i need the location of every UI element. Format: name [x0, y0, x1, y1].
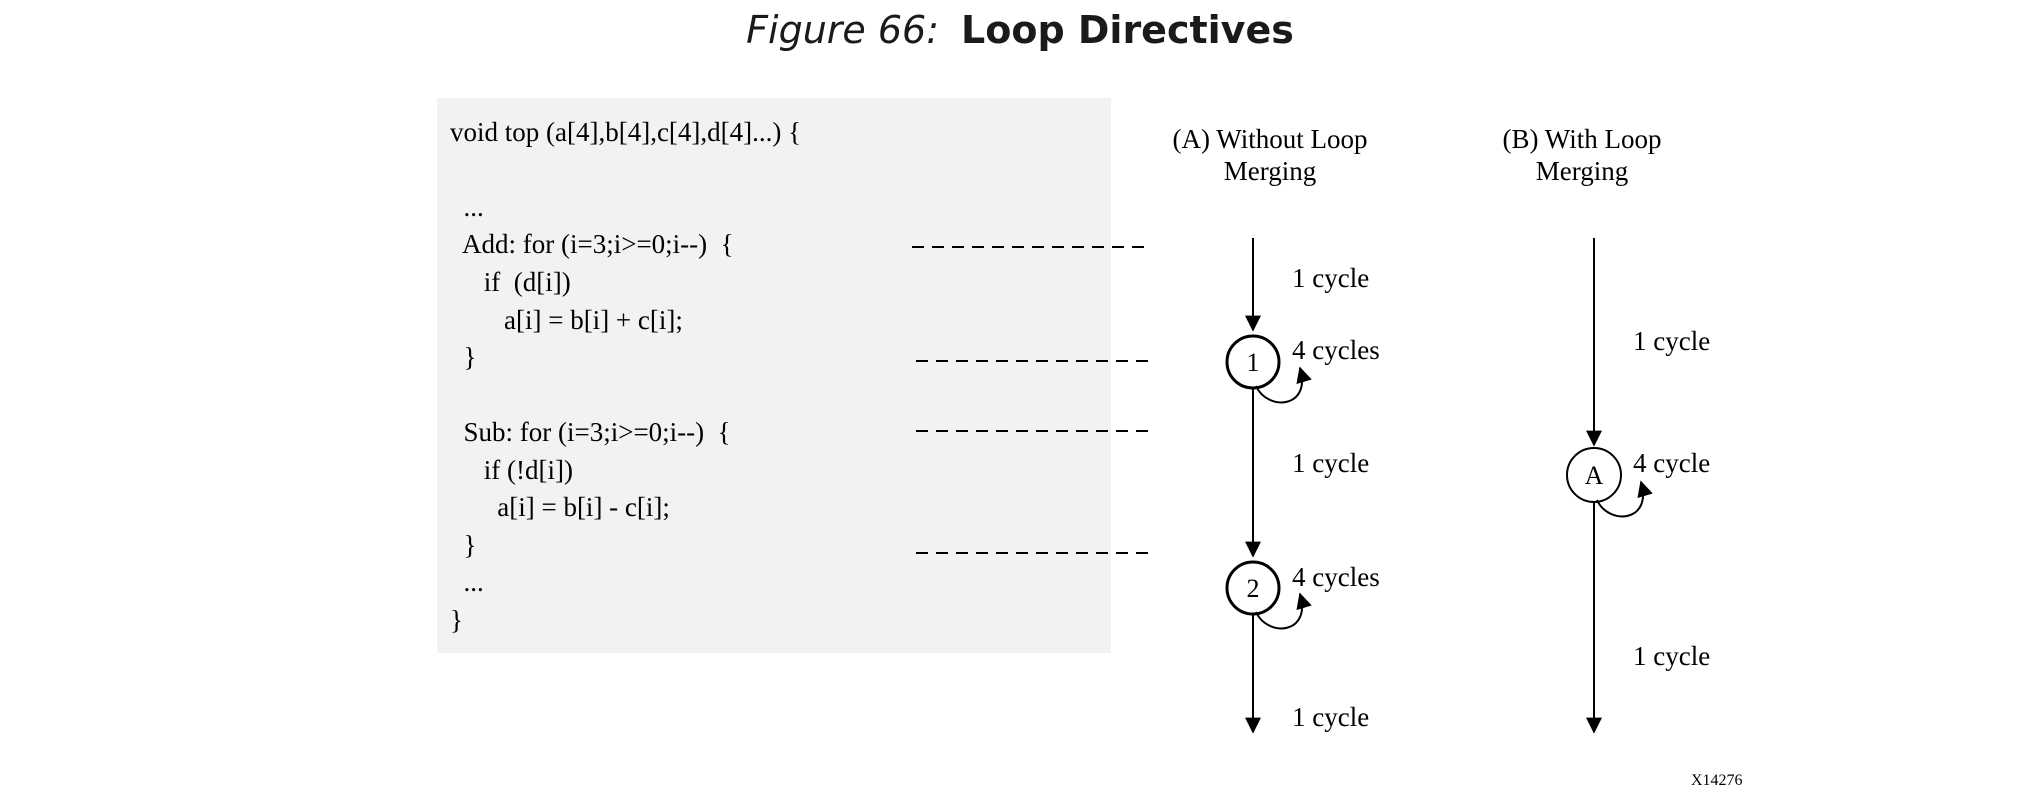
panel-a-title-2: Merging: [1224, 156, 1317, 186]
code-line: }: [450, 342, 476, 372]
code-line: }: [450, 605, 463, 635]
panel-b-title: (B) With Loop: [1503, 124, 1662, 154]
code-line: void top (a[4],b[4],c[4],d[4]...) {: [450, 117, 801, 147]
code-block: void top (a[4],b[4],c[4],d[4]...) { ... …: [450, 117, 801, 635]
figure-caption: Figure 66: Loop Directives: [0, 8, 2040, 52]
code-line: }: [450, 530, 476, 560]
code-line: Sub: for (i=3;i>=0;i--) {: [450, 417, 731, 447]
code-line: ...: [450, 567, 484, 597]
panel-b-title-2: Merging: [1536, 156, 1629, 186]
code-line: if (d[i]): [450, 267, 571, 297]
self-loop-a: [1596, 480, 1653, 518]
label-a-edge-3: 1 cycle: [1292, 702, 1369, 732]
code-line: a[i] = b[i] - c[i];: [450, 492, 670, 522]
label-b-edge-1: 1 cycle: [1633, 326, 1710, 356]
node-2-label: 2: [1247, 574, 1260, 603]
figure-title: Loop Directives: [961, 8, 1294, 52]
node-1-label: 1: [1247, 348, 1260, 377]
code-line: Add: for (i=3;i>=0;i--) {: [450, 229, 734, 259]
figure-id: X14276: [1691, 772, 1743, 789]
label-a-edge-2: 1 cycle: [1292, 448, 1369, 478]
self-loop-1: [1255, 366, 1312, 404]
label-a-edge-1: 1 cycle: [1292, 263, 1369, 293]
label-a-loop-1: 4 cycles: [1292, 335, 1380, 365]
panel-a-title: (A) Without Loop: [1173, 124, 1368, 154]
self-loop-2: [1255, 592, 1312, 630]
label-b-loop: 4 cycle: [1633, 448, 1710, 478]
node-a-label: A: [1585, 461, 1604, 490]
code-line: if (!d[i]): [450, 455, 573, 485]
code-panel: [437, 98, 1111, 653]
code-line: ...: [450, 192, 484, 222]
code-line: a[i] = b[i] + c[i];: [450, 305, 683, 335]
label-b-edge-2: 1 cycle: [1633, 641, 1710, 671]
figure-number: Figure 66:: [746, 8, 940, 52]
panel-b: (B) With Loop Merging 1 cycle A 4 cycle …: [1503, 124, 1710, 734]
panel-a: (A) Without Loop Merging 1 cycle 1 4 cyc…: [1173, 124, 1380, 734]
label-a-loop-2: 4 cycles: [1292, 562, 1380, 592]
